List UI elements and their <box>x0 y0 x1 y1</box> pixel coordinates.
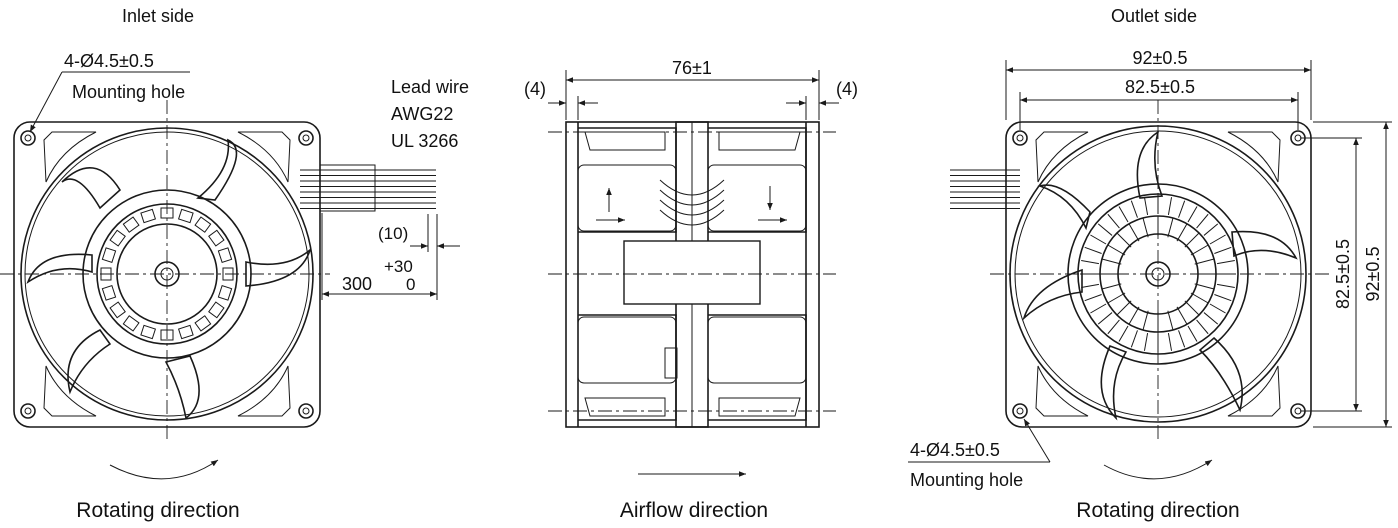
side-right-offset: (4) <box>836 79 858 99</box>
wire-length-tol-plus: +30 <box>384 257 413 276</box>
outlet-height-outer: 92±0.5 <box>1363 247 1383 302</box>
airflow-label: Airflow direction <box>620 499 768 522</box>
outlet-side-view: Outlet side <box>908 6 1392 522</box>
outlet-height-pitch: 82.5±0.5 <box>1333 239 1353 309</box>
outlet-width-pitch: 82.5±0.5 <box>1125 77 1195 97</box>
outlet-rotation-arrow <box>1103 459 1213 480</box>
outlet-hole-label: Mounting hole <box>910 470 1023 490</box>
inlet-mounting-holes <box>20 130 314 419</box>
side-depth: 76±1 <box>672 58 712 78</box>
inlet-rotation-label: Rotating direction <box>76 499 239 522</box>
outlet-impeller-blades <box>1022 130 1298 421</box>
inlet-rotation-arrow <box>109 459 219 480</box>
side-view: 76±1 (4) (4) Airflow direction <box>524 58 858 522</box>
inlet-impeller-blades <box>26 138 312 420</box>
lead-wire: Lead wire AWG22 UL 3266 (10) 300 +30 0 <box>300 77 469 300</box>
outlet-frame <box>1005 121 1312 428</box>
outlet-hole-callout: 4-Ø4.5±0.5 <box>910 440 1000 460</box>
outlet-width-outer: 92±0.5 <box>1133 48 1188 68</box>
inlet-hub-vents <box>100 207 234 341</box>
lead-wire-standard: UL 3266 <box>391 131 458 151</box>
outlet-title: Outlet side <box>1111 6 1197 26</box>
outlet-lead-wire <box>950 169 1020 209</box>
side-left-offset: (4) <box>524 79 546 99</box>
lead-wire-label: Lead wire <box>391 77 469 97</box>
wire-length: 300 <box>342 274 372 294</box>
inlet-hole-callout: 4-Ø4.5±0.5 <box>64 51 154 71</box>
inlet-hole-label: Mounting hole <box>72 82 185 102</box>
lead-wire-bundle <box>300 169 436 209</box>
outlet-rotation-label: Rotating direction <box>1076 499 1239 522</box>
lead-wire-gauge: AWG22 <box>391 104 453 124</box>
wire-strip-dimension: (10) <box>378 224 408 243</box>
side-label-plate <box>623 240 761 305</box>
inlet-title: Inlet side <box>122 6 194 26</box>
outlet-hub-vents <box>1080 196 1236 352</box>
wire-length-tol-minus: 0 <box>406 275 415 294</box>
inlet-side-view: Inlet side <box>0 6 330 522</box>
